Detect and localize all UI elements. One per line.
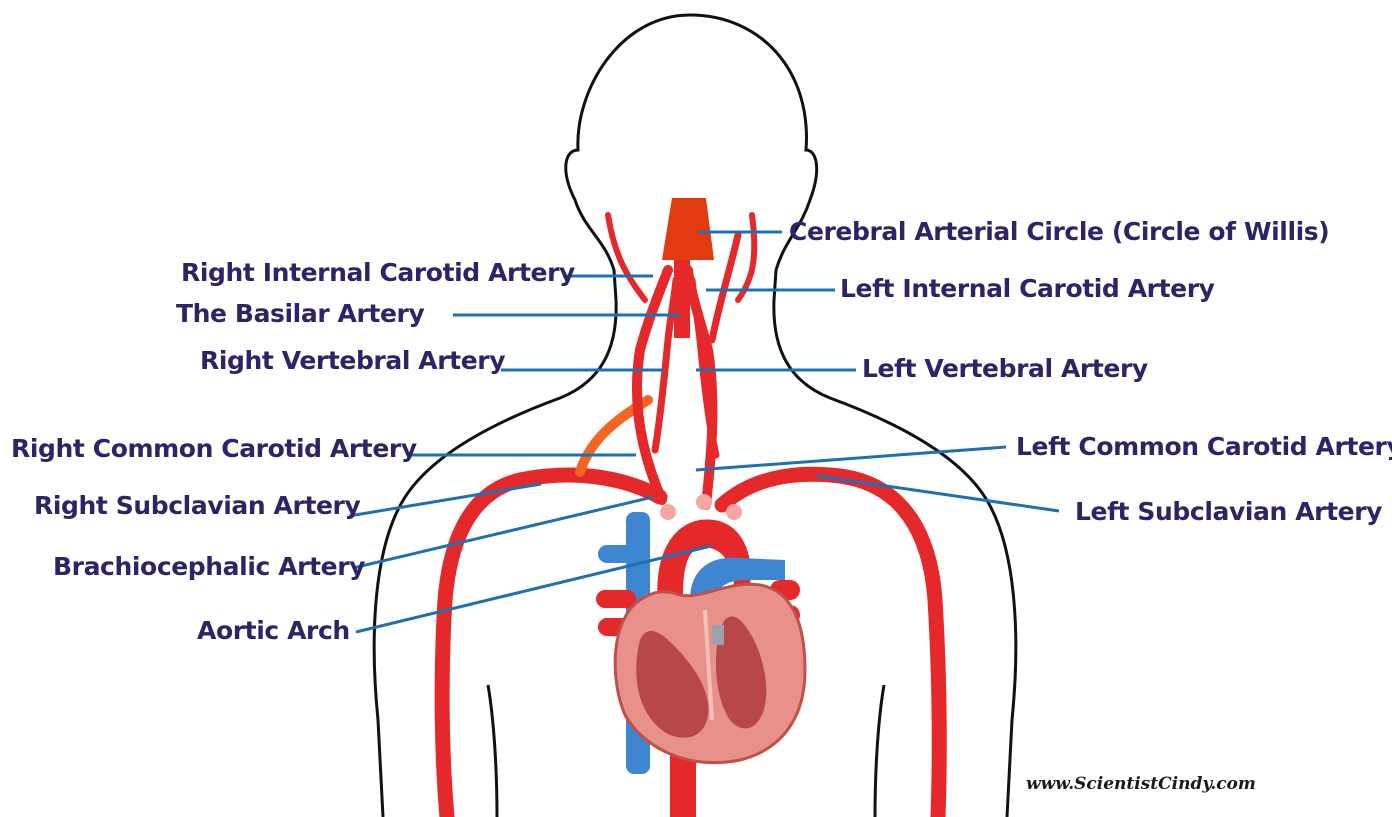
label-brachiocephalic: Brachiocephalic Artery <box>53 552 365 582</box>
label-basilar: The Basilar Artery <box>176 299 424 329</box>
leader-left-subclavian <box>817 476 1059 511</box>
label-right-subclavian: Right Subclavian Artery <box>34 491 360 521</box>
label-right-internal-carotid: Right Internal Carotid Artery <box>181 258 575 288</box>
label-left-internal-carotid: Left Internal Carotid Artery <box>840 274 1215 304</box>
label-right-vertebral: Right Vertebral Artery <box>200 346 505 376</box>
left-armpit-line <box>488 685 497 817</box>
circle-of-willis-shape <box>662 198 714 260</box>
label-left-subclavian: Left Subclavian Artery <box>1075 497 1382 527</box>
aortic-branch-stub-3 <box>726 504 742 520</box>
leader-right-subclavian <box>349 484 541 516</box>
label-aortic-arch: Aortic Arch <box>197 616 350 646</box>
right-armpit-line <box>875 685 884 817</box>
label-circle-of-willis: Cerebral Arterial Circle (Circle of Will… <box>789 217 1329 247</box>
right-external-carotid-vessel <box>608 215 645 300</box>
aortic-branch-stub-2 <box>696 494 712 510</box>
left-internal-carotid-vessel <box>712 235 738 340</box>
pulmonary-vessel-left-upper <box>598 545 638 563</box>
left-external-carotid-vessel <box>738 215 754 300</box>
label-left-vertebral: Left Vertebral Artery <box>862 354 1148 384</box>
label-left-common-carotid: Left Common Carotid Artery <box>1016 432 1392 462</box>
label-right-common-carotid: Right Common Carotid Artery <box>11 434 417 464</box>
pulmonary-vessel-left-mid <box>596 590 636 608</box>
aortic-branch-stub-1 <box>660 504 676 520</box>
heart-valve <box>712 625 724 645</box>
basilar-vessel <box>674 258 690 338</box>
watermark: www.ScientistCindy.com <box>1026 774 1256 794</box>
